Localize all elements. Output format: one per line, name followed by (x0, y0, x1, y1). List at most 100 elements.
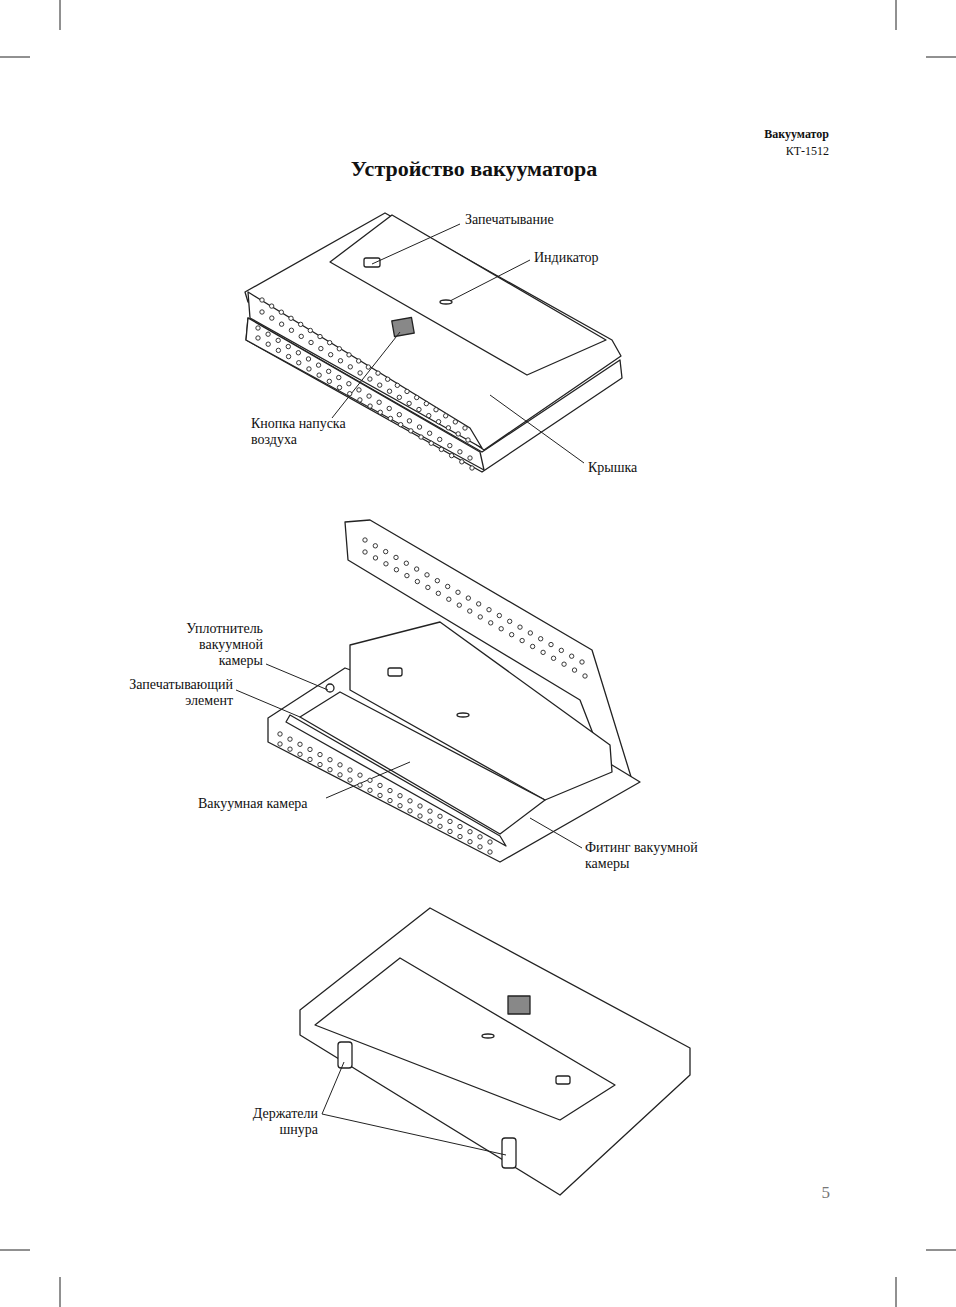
vent-dot (308, 747, 312, 751)
vent-dot (468, 840, 472, 844)
vent-dot (297, 361, 301, 365)
vent-dot (337, 347, 341, 351)
vent-dot (286, 344, 290, 348)
vent-dot (478, 835, 482, 839)
vent-dot (458, 450, 462, 454)
vent-dot (317, 373, 321, 377)
vent-dot (358, 783, 362, 787)
vent-dot (468, 609, 472, 613)
vent-dot (256, 326, 260, 330)
vent-dot (438, 824, 442, 828)
vent-dot (276, 338, 280, 342)
vent-dot (562, 662, 566, 666)
vent-dot (448, 443, 452, 447)
vent-dot (425, 573, 429, 577)
vent-dot (289, 316, 293, 320)
vent-dot (367, 394, 371, 398)
vent-dot (417, 425, 421, 429)
vent-dot (551, 656, 555, 660)
vent-dot (378, 793, 382, 797)
vent-dot (427, 431, 431, 435)
vent-dot (363, 538, 367, 542)
vent-dot (309, 340, 313, 344)
vent-dot (338, 359, 342, 363)
vent-dot (296, 351, 300, 355)
leader-lines (236, 224, 584, 1155)
vent-dot (429, 441, 433, 445)
vent-dot (298, 742, 302, 746)
vent-dot (448, 819, 452, 823)
vent-dot (308, 328, 312, 332)
vent-dot (468, 456, 472, 460)
vent-dot (358, 371, 362, 375)
vent-dot (460, 460, 464, 464)
vent-dot (358, 398, 362, 402)
vent-dot (458, 824, 462, 828)
vent-dot (463, 426, 467, 430)
vent-dot (299, 334, 303, 338)
vent-dot (327, 379, 331, 383)
vent-dot (266, 342, 270, 346)
ventilation-dots (256, 298, 587, 854)
vent-dot (583, 674, 587, 678)
vent-dot (348, 392, 352, 396)
vent-dot (436, 591, 440, 595)
vent-dot (507, 619, 511, 623)
vent-dot (453, 420, 457, 424)
vent-dot (298, 322, 302, 326)
part-label: Крышка (588, 460, 708, 476)
vent-dot (466, 438, 470, 442)
vent-dot (373, 544, 377, 548)
vent-dot (489, 621, 493, 625)
vent-dot (456, 432, 460, 436)
vent-dot (445, 584, 449, 588)
vent-dot (270, 316, 274, 320)
vent-dot (397, 395, 401, 399)
vent-dot (288, 747, 292, 751)
vent-dot (366, 365, 370, 369)
vent-dot (569, 654, 573, 658)
vent-dot (378, 783, 382, 787)
vent-dot (446, 426, 450, 430)
vent-dot (394, 555, 398, 559)
vent-dot (328, 758, 332, 762)
vent-dot (549, 642, 553, 646)
vent-dot (327, 340, 331, 344)
vent-dot (414, 567, 418, 571)
vent-dot (487, 608, 491, 612)
vent-dot (398, 804, 402, 808)
vent-dot (428, 819, 432, 823)
vent-dot (466, 596, 470, 600)
vent-dot (414, 395, 418, 399)
header-product: Вакууматор (669, 126, 829, 142)
vent-dot (319, 346, 323, 350)
vent-dot (530, 644, 534, 648)
vent-dot (348, 768, 352, 772)
vent-dot (337, 385, 341, 389)
vent-dot (424, 401, 428, 405)
vent-dot (306, 357, 310, 361)
vent-dot (278, 742, 282, 746)
vent-dot (388, 798, 392, 802)
vent-dot (260, 310, 264, 314)
vent-dot (373, 556, 377, 560)
part-label: Индикатор (534, 250, 684, 266)
vent-dot (458, 834, 462, 838)
page-title: Устройство вакууматора (274, 156, 674, 182)
part-label: Уплотнитель вакуумной камеры (163, 621, 263, 669)
vent-dot (438, 814, 442, 818)
vent-dot (347, 382, 351, 386)
vent-dot (318, 762, 322, 766)
vent-dot (509, 632, 513, 636)
vent-dot (407, 401, 411, 405)
vent-dot (307, 367, 311, 371)
vent-dot (580, 660, 584, 664)
vent-dot (385, 377, 389, 381)
vent-dot (528, 631, 532, 635)
vent-dot (408, 799, 412, 803)
vent-dot (318, 334, 322, 338)
vent-dot (276, 348, 280, 352)
vent-dot (368, 404, 372, 408)
vent-dot (326, 369, 330, 373)
